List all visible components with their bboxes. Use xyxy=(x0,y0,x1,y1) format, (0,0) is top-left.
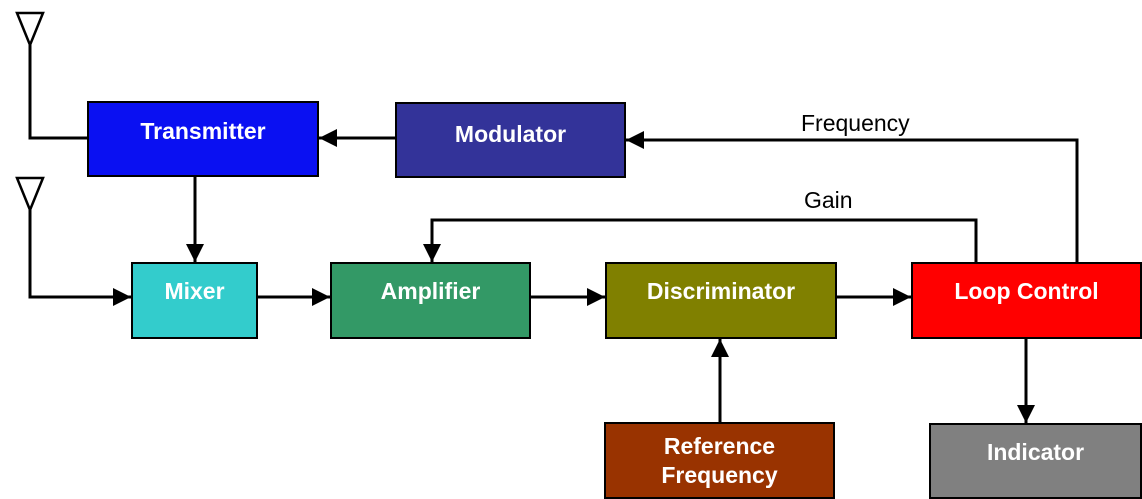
mixer-label: Mixer xyxy=(164,278,225,304)
transmitter-label: Transmitter xyxy=(140,117,266,144)
reference-frequency-block: Reference Frequency xyxy=(604,422,835,499)
tx-antenna-icon xyxy=(15,11,45,49)
modulator-label: Modulator xyxy=(454,120,567,147)
indicator-block: Indicator xyxy=(929,423,1142,499)
discriminator-label: Discriminator xyxy=(646,278,796,304)
reference-label-line1: Reference xyxy=(663,432,776,459)
rx-antenna-icon xyxy=(15,176,45,214)
reference-label-line2: Frequency xyxy=(661,461,778,488)
tx-to-antenna-arrow xyxy=(28,45,105,147)
mixer-block: Mixer xyxy=(131,262,258,339)
amplifier-block: Amplifier xyxy=(330,262,531,339)
antenna-to-mixer-arrow xyxy=(28,210,131,306)
loop-control-label: Loop Control xyxy=(954,278,1099,304)
gain-feedback-arrow xyxy=(423,218,978,262)
discriminator-block: Discriminator xyxy=(605,262,837,339)
amplifier-label: Amplifier xyxy=(380,278,481,304)
frequency-feedback-arrow xyxy=(626,131,1079,262)
indicator-label: Indicator xyxy=(986,438,1085,465)
gain-signal-label: Gain xyxy=(804,187,853,213)
reference-frequency-label: Reference Frequency xyxy=(661,432,777,490)
loop-control-block: Loop Control xyxy=(911,262,1142,339)
modulator-block: Modulator xyxy=(395,102,626,178)
transmitter-block: Transmitter xyxy=(87,101,319,177)
frequency-signal-label: Frequency xyxy=(801,110,910,136)
